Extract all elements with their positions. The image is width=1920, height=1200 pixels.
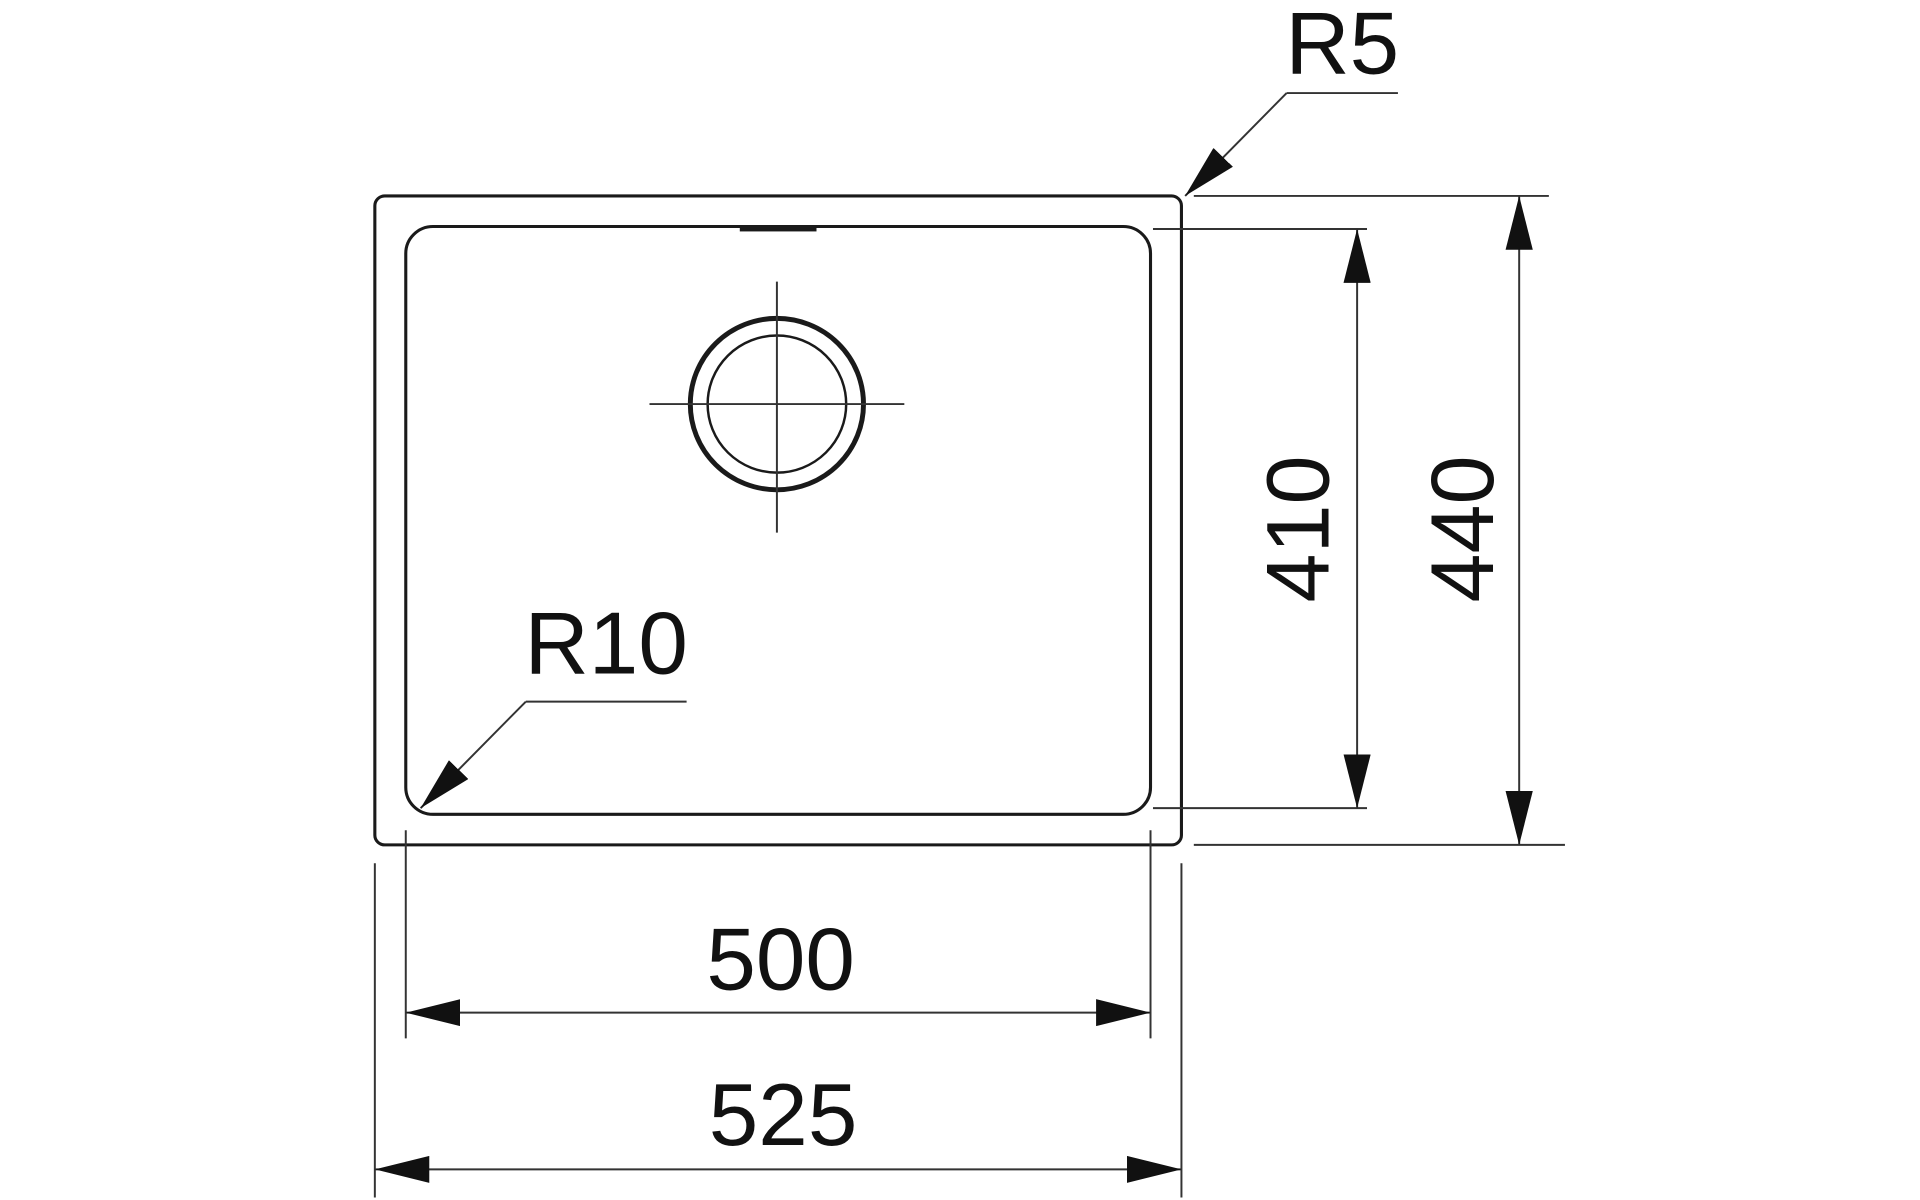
dimension-label-440: 440 bbox=[1413, 455, 1513, 602]
drain-icon bbox=[649, 281, 905, 533]
radius-callout-r5: R5 bbox=[1184, 0, 1399, 197]
radius-label-r5: R5 bbox=[1285, 0, 1399, 92]
dimension-label-410: 410 bbox=[1248, 455, 1348, 602]
sink-outer-outline bbox=[373, 194, 1183, 847]
dimension-label-500: 500 bbox=[706, 910, 855, 1008]
dimension-label-525: 525 bbox=[709, 1065, 858, 1163]
dimension-outer-width: 525 bbox=[373, 863, 1183, 1198]
dimension-inner-width: 500 bbox=[404, 830, 1152, 1039]
overflow-slot bbox=[739, 226, 817, 232]
radius-label-r10: R10 bbox=[524, 594, 687, 692]
radius-callout-r10: R10 bbox=[419, 594, 688, 809]
dimension-inner-depth: 410 bbox=[1152, 228, 1371, 810]
dimension-outer-depth: 440 bbox=[1193, 194, 1565, 846]
sink-bowl-outline bbox=[404, 225, 1153, 816]
